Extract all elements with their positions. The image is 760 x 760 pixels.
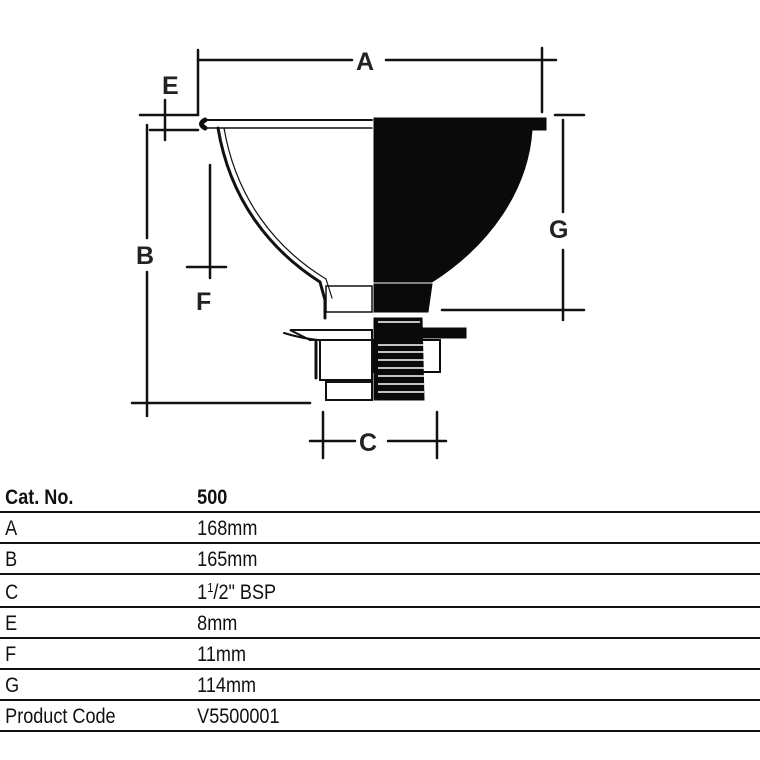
dim-label-a: A	[356, 48, 374, 76]
strainer-section-half	[373, 117, 547, 401]
row-label: A	[0, 512, 166, 544]
table-row: Product Code V5500001	[0, 700, 760, 732]
value-whole: 1	[197, 581, 208, 604]
dim-label-g: G	[549, 216, 568, 244]
dim-label-f: F	[196, 288, 211, 316]
row-value: V5500001	[192, 700, 681, 732]
value-unit: " BSP	[228, 581, 277, 604]
dim-line-g	[440, 113, 586, 322]
table-row: B 165mm	[0, 543, 760, 575]
row-label: Product Code	[0, 700, 166, 732]
row-label: F	[0, 638, 166, 670]
table-row: G 114mm	[0, 669, 760, 701]
dim-line-c	[308, 410, 448, 460]
row-label: B	[0, 543, 166, 575]
dim-line-b	[130, 123, 312, 418]
value-fraction-num: 1	[207, 580, 214, 595]
dim-label-c: C	[359, 429, 377, 457]
header-value: 500	[192, 482, 681, 513]
strainer-outline-half	[199, 117, 373, 401]
row-value: 11/2" BSP	[192, 574, 681, 608]
row-label: C	[0, 574, 166, 608]
row-label: G	[0, 669, 166, 701]
dim-line-a	[196, 46, 558, 117]
row-value: 8mm	[192, 607, 681, 639]
dim-line-e	[138, 98, 200, 142]
row-value: 165mm	[192, 543, 681, 575]
row-value: 114mm	[192, 669, 681, 701]
dim-label-b: B	[136, 242, 154, 270]
header-label: Cat. No.	[0, 482, 166, 513]
dim-label-e: E	[162, 72, 179, 100]
table-row: E 8mm	[0, 607, 760, 639]
table-row: F 11mm	[0, 638, 760, 670]
spec-table: Cat. No. 500 A 168mm B 165mm C 11/2" BSP…	[0, 482, 760, 732]
row-value: 11mm	[192, 638, 681, 670]
value-fraction-den: /2	[213, 581, 229, 604]
row-label: E	[0, 607, 166, 639]
table-row: A 168mm	[0, 512, 760, 544]
technical-drawing: A E B F G C	[130, 46, 586, 460]
table-header-row: Cat. No. 500	[0, 482, 760, 513]
dim-line-f	[185, 163, 228, 280]
table-row: C 11/2" BSP	[0, 574, 760, 608]
row-value: 168mm	[192, 512, 681, 544]
